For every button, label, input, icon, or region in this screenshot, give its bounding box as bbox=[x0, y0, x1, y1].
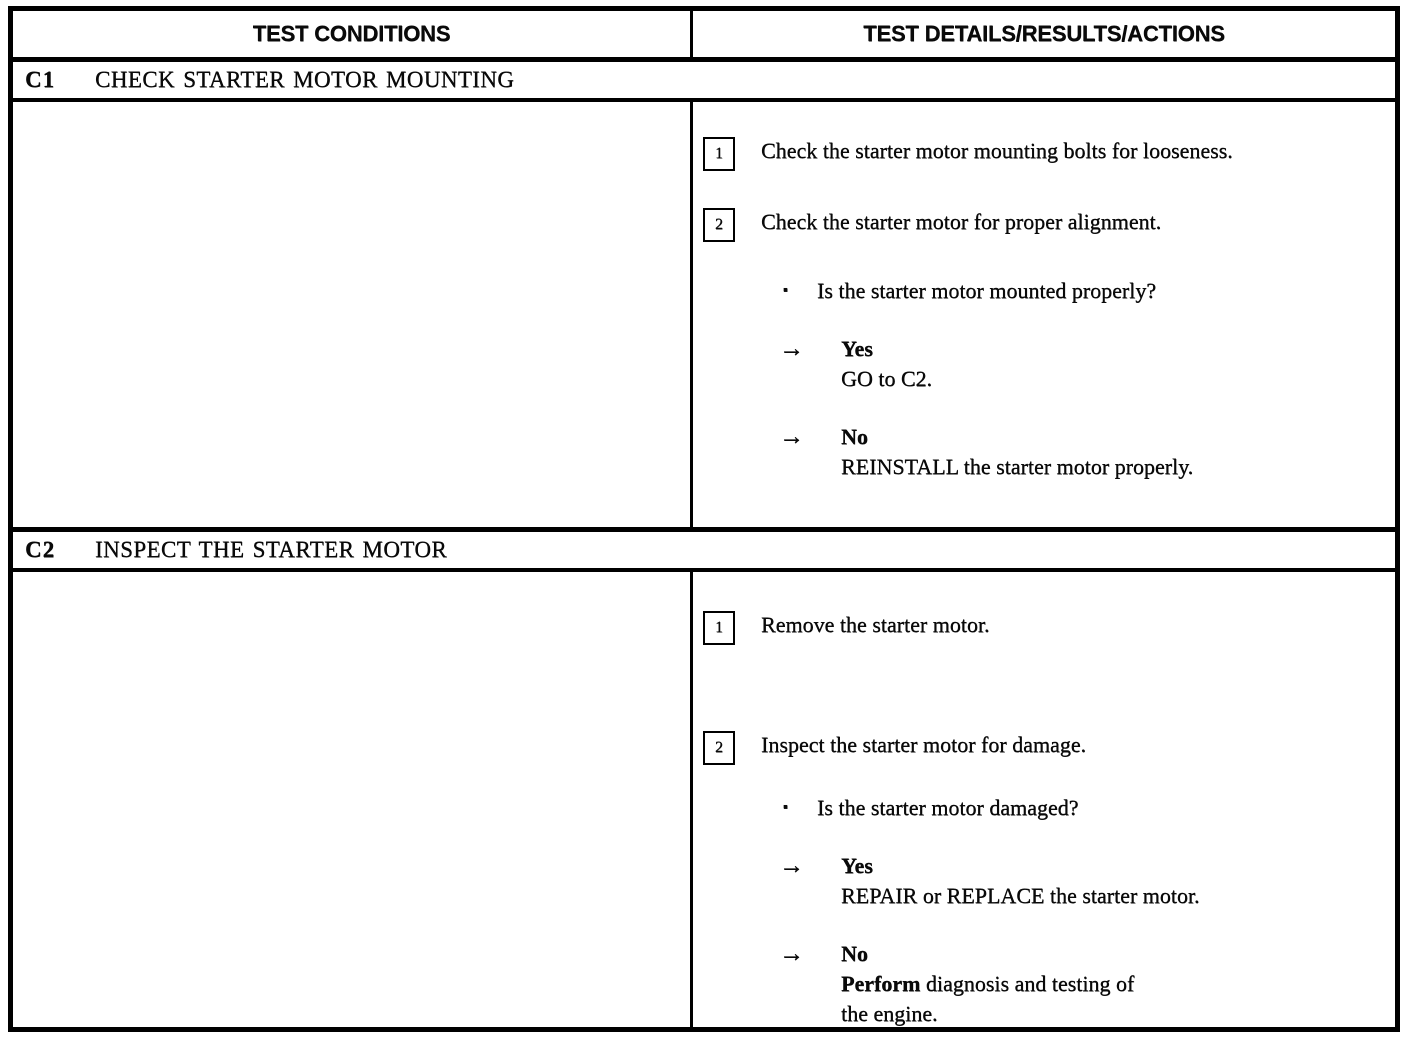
section-title-c1: CHECK STARTER MOTOR MOUNTING bbox=[95, 67, 515, 92]
step-c1-2: 2 Check the starter motor for proper ali… bbox=[703, 207, 1395, 242]
outcome-action-line2: the engine. bbox=[841, 1001, 938, 1026]
section-id-c2: C2 bbox=[25, 537, 56, 562]
outcome-body: No Perform diagnosis and testing of the … bbox=[841, 939, 1134, 1029]
step-c2-1: 1 Remove the starter motor. bbox=[703, 610, 1395, 645]
column-header-test-conditions: TEST CONDITIONS bbox=[13, 11, 693, 57]
outcome-action: Perform diagnosis and testing of the eng… bbox=[841, 969, 1134, 1029]
question-c2: ▪ Is the starter motor damaged? bbox=[783, 793, 1395, 823]
diagnostic-test-table: TEST CONDITIONS TEST DETAILS/RESULTS/ACT… bbox=[8, 6, 1400, 1032]
outcome-label: No bbox=[841, 941, 868, 966]
arrow-right-icon: → bbox=[779, 423, 804, 450]
outcome-label: Yes bbox=[841, 336, 873, 361]
arrow-right-icon: → bbox=[779, 335, 804, 362]
outcome-action: REPAIR or REPLACE the starter motor. bbox=[841, 883, 1200, 908]
section-header-c1: C1 CHECK STARTER MOTOR MOUNTING bbox=[13, 62, 1395, 102]
section-id-c1: C1 bbox=[25, 67, 56, 92]
step-number-box: 1 bbox=[703, 137, 735, 171]
outcome-body: Yes GO to C2. bbox=[841, 334, 932, 394]
question-c1: ▪ Is the starter motor mounted properly? bbox=[783, 276, 1395, 306]
outcome-c1-no: → No REINSTALL the starter motor properl… bbox=[779, 422, 1395, 482]
step-number-box: 1 bbox=[703, 611, 735, 645]
outcome-label: Yes bbox=[841, 853, 873, 878]
step-c1-1: 1 Check the starter motor mounting bolts… bbox=[703, 136, 1395, 171]
outcome-action: GO to C2. bbox=[841, 366, 933, 391]
outcome-body: Yes REPAIR or REPLACE the starter motor. bbox=[841, 851, 1200, 911]
outcome-body: No REINSTALL the starter motor properly. bbox=[841, 422, 1193, 482]
outcome-c2-no: → No Perform diagnosis and testing of th… bbox=[779, 939, 1395, 1029]
outcome-c1-yes: → Yes GO to C2. bbox=[779, 334, 1395, 394]
section-header-c2: C2 INSPECT THE STARTER MOTOR bbox=[13, 532, 1395, 572]
arrow-right-icon: → bbox=[779, 852, 804, 879]
step-number-box: 2 bbox=[703, 208, 735, 242]
step-number-box: 2 bbox=[703, 731, 735, 765]
section-title-c2: INSPECT THE STARTER MOTOR bbox=[95, 537, 448, 562]
test-conditions-cell-c2 bbox=[13, 572, 693, 1029]
step-text: Check the starter motor for proper align… bbox=[761, 209, 1162, 234]
step-c2-2: 2 Inspect the starter motor for damage. bbox=[703, 730, 1395, 765]
outcome-action: REINSTALL the starter motor properly. bbox=[841, 454, 1194, 479]
question-text: Is the starter motor damaged? bbox=[816, 795, 1079, 820]
test-details-cell-c1: 1 Check the starter motor mounting bolts… bbox=[693, 102, 1395, 527]
section-body-c1: 1 Check the starter motor mounting bolts… bbox=[13, 102, 1395, 532]
section-body-c2: 1 Remove the starter motor. 2 Inspect th… bbox=[13, 572, 1395, 1029]
table-header-row: TEST CONDITIONS TEST DETAILS/RESULTS/ACT… bbox=[13, 11, 1395, 62]
outcome-action-bold: Perform bbox=[841, 971, 921, 996]
step-text: Check the starter motor mounting bolts f… bbox=[761, 138, 1233, 163]
square-bullet-icon: ▪ bbox=[783, 800, 788, 815]
outcome-action-rest: diagnosis and testing of bbox=[920, 971, 1135, 996]
column-header-test-details: TEST DETAILS/RESULTS/ACTIONS bbox=[863, 21, 1225, 46]
step-text: Remove the starter motor. bbox=[761, 612, 990, 637]
question-text: Is the starter motor mounted properly? bbox=[816, 278, 1157, 303]
test-details-cell-c2: 1 Remove the starter motor. 2 Inspect th… bbox=[693, 572, 1395, 1029]
square-bullet-icon: ▪ bbox=[783, 283, 788, 298]
test-conditions-cell-c1 bbox=[13, 102, 693, 527]
outcome-c2-yes: → Yes REPAIR or REPLACE the starter moto… bbox=[779, 851, 1395, 911]
step-text: Inspect the starter motor for damage. bbox=[761, 732, 1086, 757]
outcome-label: No bbox=[841, 424, 868, 449]
arrow-right-icon: → bbox=[779, 940, 804, 967]
